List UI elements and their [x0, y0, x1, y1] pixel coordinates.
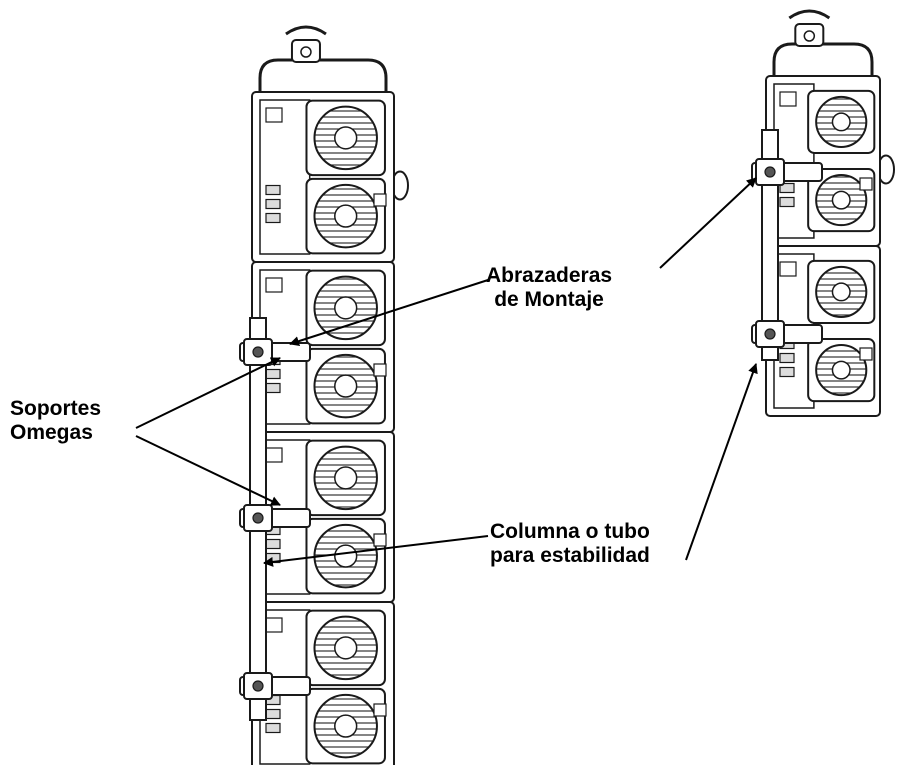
mounting-clamps-label-line2: de Montaje [494, 288, 604, 311]
heatsink [807, 338, 876, 403]
clamp-bolt [764, 328, 776, 340]
heatsink-hub [334, 126, 358, 150]
arrow-clamp-left [289, 279, 489, 346]
omega-clamp [239, 672, 311, 700]
heatsink [305, 177, 386, 255]
omega-clamp [751, 158, 823, 186]
fixture-module [765, 75, 881, 247]
heatsink [807, 168, 876, 233]
heatsink [305, 439, 386, 517]
clamp-bolt [252, 680, 264, 692]
module-connector [265, 184, 281, 196]
module-indicator [373, 193, 387, 207]
module-connector [779, 196, 795, 208]
top-clamp-hook [788, 9, 831, 20]
arrow-column-left [263, 535, 489, 567]
heatsink-hub [831, 282, 851, 302]
heatsink [305, 347, 386, 425]
hanging-yoke [258, 58, 388, 112]
heatsink [305, 269, 386, 347]
module-indicator [859, 177, 873, 191]
module-connector [265, 198, 281, 210]
heatsink-hub [831, 360, 851, 380]
heatsink [807, 259, 876, 324]
fixture-module [251, 261, 395, 433]
arrow-clamp-right [659, 177, 757, 269]
arrow-column-right [685, 363, 758, 561]
heatsink-hub [334, 544, 358, 568]
heatsink [807, 89, 876, 154]
arrow-omega-lower [135, 435, 281, 506]
module-connector [265, 212, 281, 224]
mounting-clamps-label-line1: Abrazaderas [486, 264, 613, 287]
module-display [265, 617, 283, 633]
module-connector [265, 368, 281, 380]
mounting-clamps-label: Abrazaderas de Montaje [486, 264, 612, 312]
top-clamp-hook [285, 25, 327, 36]
omega-clamp [239, 338, 311, 366]
module-display [265, 447, 283, 463]
heatsink-hub [334, 374, 358, 398]
stability-column [761, 129, 779, 361]
heatsink [305, 687, 386, 765]
omega-brackets-label-line1: Soportes [10, 397, 102, 420]
module-connector [265, 538, 281, 550]
stability-column-label-line1: Columna o tubo [490, 520, 650, 543]
top-clamp-bolt [803, 30, 816, 42]
module-connector [779, 182, 795, 194]
module-connector [265, 382, 281, 394]
module-connector [265, 722, 281, 734]
module-display [779, 91, 797, 107]
module-display [265, 277, 283, 293]
right-fixture-stack [751, 9, 895, 417]
module-side-panel [259, 99, 311, 255]
clamp-bolt [764, 166, 776, 178]
module-indicator [859, 347, 873, 361]
heatsink-hub [334, 296, 358, 320]
clamp-bolt [252, 346, 264, 358]
heatsink-hub [831, 190, 851, 210]
top-clamp-bolt [300, 46, 312, 58]
module-indicator [373, 363, 387, 377]
omega-brackets-label: Soportes Omegas [10, 397, 101, 445]
clamp-bolt [252, 512, 264, 524]
heatsink-hub [334, 636, 358, 660]
heatsink-hub [831, 112, 851, 132]
omega-brackets-label-line2: Omegas [10, 421, 93, 444]
module-connector [779, 366, 795, 378]
module-display [265, 107, 283, 123]
heatsink-hub [334, 204, 358, 228]
heatsink [305, 609, 386, 687]
fixture-module [251, 601, 395, 770]
heatsink [305, 99, 386, 177]
heatsink-hub [334, 466, 358, 490]
heatsink-hub [334, 714, 358, 738]
fixture-module [251, 91, 395, 263]
left-fixture-stack [239, 25, 409, 770]
omega-clamp [751, 320, 823, 348]
stability-column-label: Columna o tubo para estabilidad [490, 520, 650, 568]
arrow-omega-upper [135, 357, 281, 429]
module-connector [265, 708, 281, 720]
module-connector [779, 352, 795, 364]
stability-column-label-line2: para estabilidad [490, 544, 650, 567]
module-indicator [373, 703, 387, 717]
callout-arrows [135, 177, 758, 567]
module-indicator [373, 533, 387, 547]
module-display [779, 261, 797, 277]
omega-clamp [239, 504, 311, 532]
